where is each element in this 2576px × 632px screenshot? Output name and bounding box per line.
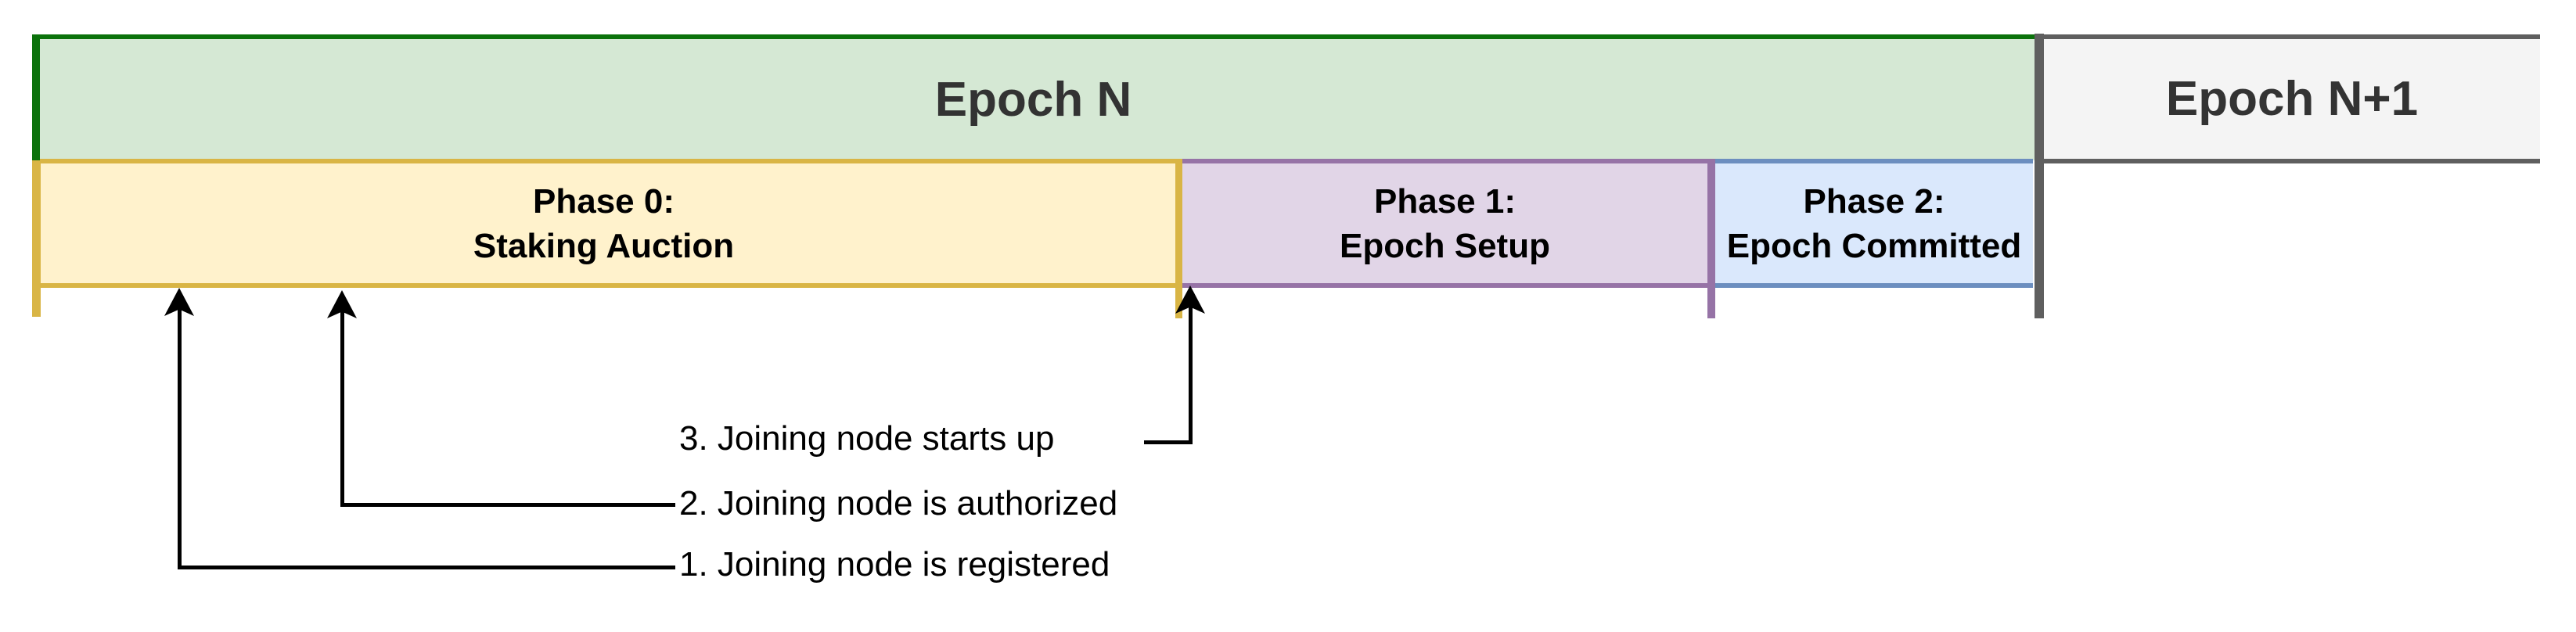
arrow-2-shaft [340,303,344,507]
epoch-n-plus-1-label: Epoch N+1 [2165,72,2419,126]
phase-0-end-marker [1175,159,1182,318]
annotation-node-authorized: 2. Joining node is authorized [679,484,1118,522]
arrow-1-shaft [178,301,182,569]
epoch-n-start-marker [32,34,40,160]
phase-1-title: Phase 1: [1374,181,1516,221]
epoch-boundary-marker [2035,34,2044,318]
phase-2-epoch-committed-bar: Phase 2: Epoch Committed [1715,159,2033,288]
phase-1-end-marker [1707,159,1715,318]
epoch-n-plus-1-bar: Epoch N+1 [2044,34,2540,163]
arrow-3-shaft [1189,305,1193,444]
annotation-node-starts-up: 3. Joining node starts up [679,419,1055,458]
epoch-n-bar: Epoch N [32,34,2035,160]
phase-0-staking-auction-bar: Phase 0: Staking Auction [32,159,1175,288]
up-arrow-icon [164,288,194,316]
phase-0-title: Phase 0: [533,181,675,221]
phase-0-subtitle: Staking Auction [473,226,735,265]
arrow-1-connector [178,566,675,569]
phase-1-subtitle: Epoch Setup [1340,226,1550,265]
arrow-2-connector [340,503,675,507]
phase-2-title: Phase 2: [1803,181,1945,221]
up-arrow-icon [327,290,357,318]
phase-2-subtitle: Epoch Committed [1726,226,2022,265]
phase-1-epoch-setup-bar: Phase 1: Epoch Setup [1182,159,1707,288]
up-arrow-icon [1175,285,1205,314]
annotation-node-registered: 1. Joining node is registered [679,545,1110,584]
arrow-3-connector [1144,440,1193,444]
epoch-n-label: Epoch N [934,73,1132,127]
phase-0-start-marker [32,160,41,317]
